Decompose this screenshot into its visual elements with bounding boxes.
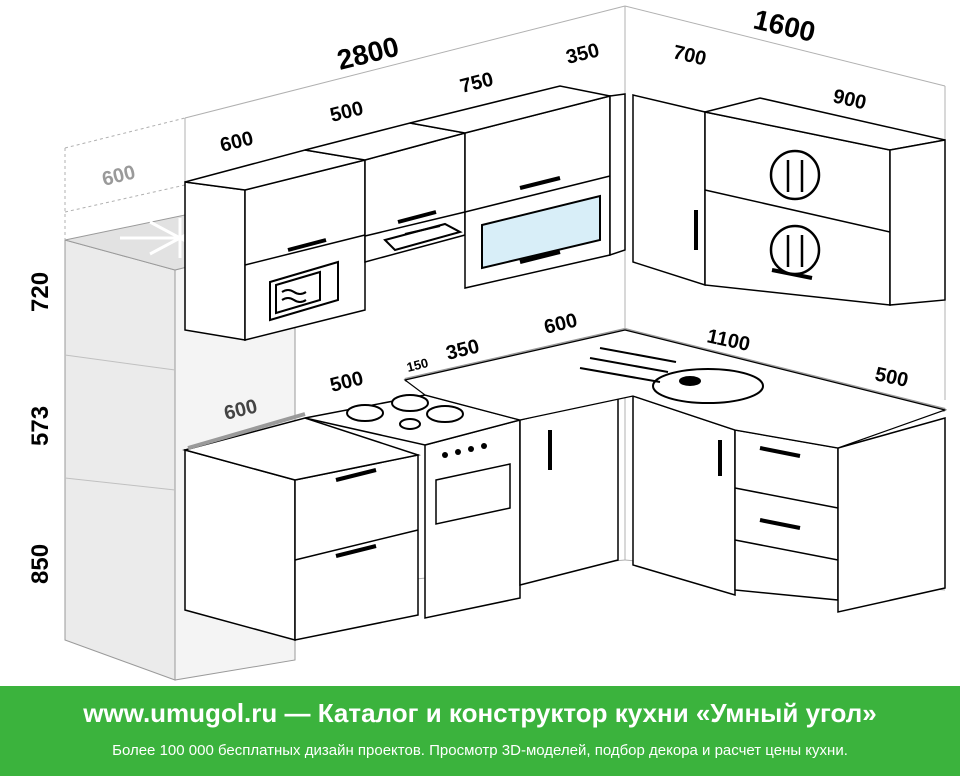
dim-total-main: 2800 [334, 31, 402, 76]
dim-base-4: 600 [542, 309, 580, 338]
dim-upper-6: 900 [831, 85, 868, 114]
microwave-icon [269, 260, 339, 322]
site-link[interactable]: www.umugol.ru [83, 698, 278, 728]
dim-height-middle: 573 [27, 406, 54, 446]
dim-upper-1: 600 [218, 127, 256, 156]
dim-height-lower: 850 [27, 544, 54, 584]
cutlery-icon [769, 149, 821, 276]
oven-knobs-icon [442, 443, 487, 458]
dim-upper-4: 350 [564, 39, 602, 68]
banner-dash: — [284, 698, 311, 728]
sink-icon [579, 347, 764, 404]
base-cabinets [182, 394, 946, 641]
banner-title-line: www.umugol.ru — Каталог и конструктор ку… [0, 698, 960, 729]
hob-icon [346, 394, 464, 430]
dim-upper-2: 500 [328, 97, 366, 126]
dim-total-side: 1600 [751, 4, 819, 48]
dim-height-upper: 720 [27, 272, 54, 312]
base-handles [335, 430, 801, 558]
dim-base-3: 350 [444, 335, 482, 364]
banner-subtitle: Более 100 000 бесплатных дизайн проектов… [112, 742, 848, 759]
dim-fridge-depth: 600 [100, 161, 138, 190]
dim-gap: 150 [405, 355, 430, 375]
hood-icon [383, 222, 463, 252]
footer-banner: www.umugol.ru — Каталог и конструктор ку… [0, 686, 960, 776]
kitchen-diagram: 2800 1600 600 500 750 350 700 900 600 72… [27, 4, 948, 681]
dim-base-6: 500 [873, 363, 910, 391]
banner-title: Каталог и конструктор кухни «Умный угол» [317, 698, 877, 728]
glass-panel [481, 194, 601, 270]
dim-upper-3: 750 [458, 68, 496, 97]
dim-base-2: 500 [328, 367, 366, 396]
dim-upper-5: 700 [671, 41, 708, 70]
